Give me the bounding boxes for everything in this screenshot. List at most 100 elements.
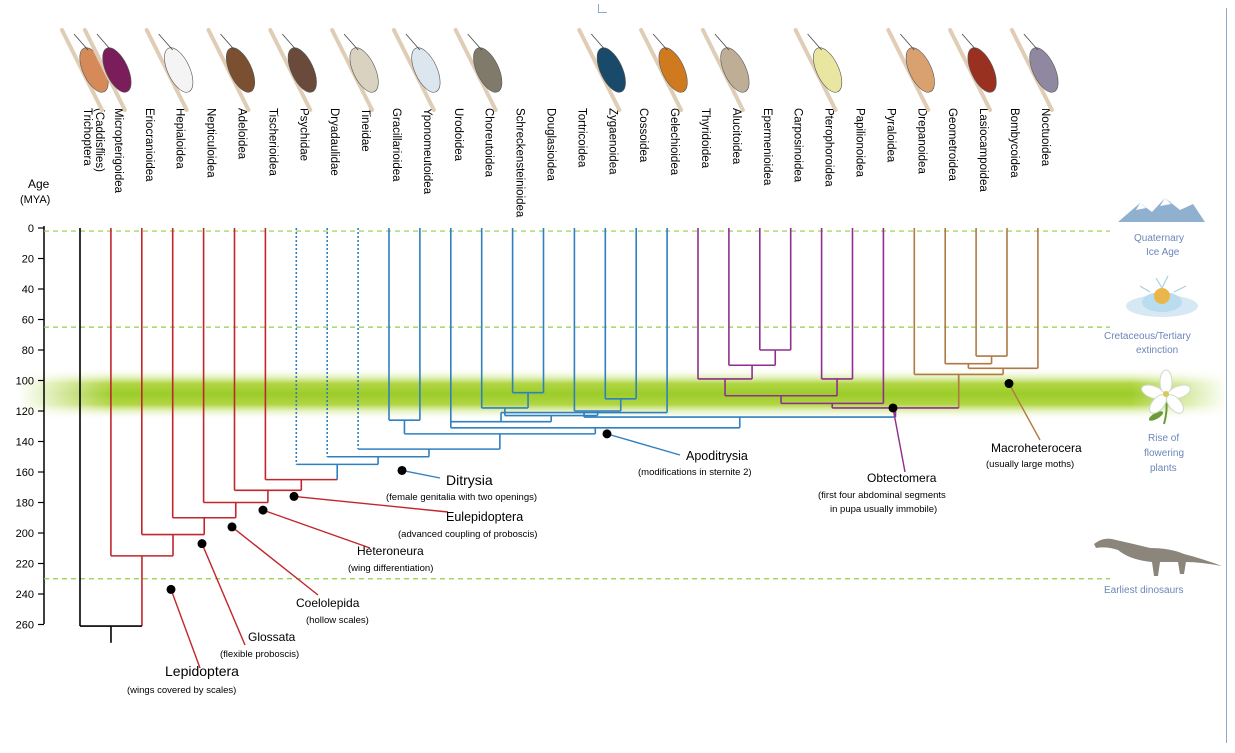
callout-leader-ditrysia xyxy=(402,470,440,478)
frame-corner-mark xyxy=(598,4,607,13)
moth-illustration xyxy=(796,30,848,110)
clade-obtectomera-desc1: (first four abdominal segments xyxy=(818,490,946,501)
phylogeny-tree xyxy=(80,228,1038,643)
event-flowering-line1: Rise of xyxy=(1148,433,1179,444)
clade-apoditrysia-name: Apoditrysia xyxy=(686,449,748,463)
clade-coelolepida-desc: (hollow scales) xyxy=(306,615,369,626)
event-dinosaurs-line1: Earliest dinosaurs xyxy=(1104,585,1183,596)
clade-coelolepida-name: Coelolepida xyxy=(296,596,360,610)
taxon-label: Schreckensteinioidea xyxy=(514,108,526,218)
asteroid-impact-icon xyxy=(1126,276,1198,317)
taxon-label-sub: (Caddisflies) xyxy=(93,108,105,172)
moth-illustration xyxy=(394,30,446,110)
taxon-label: Eriocranioidea xyxy=(143,108,155,182)
taxon-label: Choreutoidea xyxy=(483,108,495,178)
event-flowering-line2: flowering xyxy=(1144,448,1184,459)
clade-nodes xyxy=(167,379,1041,668)
taxon-label: Bombycoidea xyxy=(1008,108,1020,178)
clade-obtectomera-desc2: in pupa usually immobile) xyxy=(830,504,937,515)
axis-tick-label: 260 xyxy=(16,620,34,632)
clade-glossata-name: Glossata xyxy=(248,630,296,644)
event-extinction-line1: Cretaceous/Tertiary xyxy=(1104,331,1191,342)
taxon-label: Lasiocampoidea xyxy=(977,108,989,192)
node-dot-obtectomera xyxy=(889,403,898,412)
clade-eulepidoptera-name: Eulepidoptera xyxy=(446,510,523,524)
moth-antenna xyxy=(808,34,822,50)
taxon-label: Geometroidea xyxy=(946,108,958,181)
dinosaur-icon xyxy=(1094,539,1222,576)
axis-tick-label: 140 xyxy=(16,437,34,449)
axis-tick-label: 160 xyxy=(16,467,34,479)
moth-antenna xyxy=(344,34,358,50)
axis-title-age: Age xyxy=(28,177,50,191)
axis-tick-label: 40 xyxy=(22,284,34,296)
moth-antenna xyxy=(715,34,729,50)
moth-antenna xyxy=(1024,34,1038,50)
moth-illustration xyxy=(579,30,631,110)
moth-antenna xyxy=(406,34,420,50)
clade-eulepidoptera-desc: (advanced coupling of proboscis) xyxy=(398,529,537,540)
taxon-label: Dryadaulidae xyxy=(328,108,340,176)
taxon-label: Adeloidea xyxy=(236,108,248,160)
taxon-label: Papilionoidea xyxy=(854,108,866,178)
moth-antenna xyxy=(159,34,173,50)
node-dot-coelolepida xyxy=(228,522,237,531)
node-dot-heteroneura xyxy=(259,506,268,515)
axis-tick-label: 80 xyxy=(22,345,34,357)
event-ice-age-line2: Ice Age xyxy=(1146,247,1180,258)
axis-tick-label: 0 xyxy=(28,223,34,235)
callout-leader-glossata xyxy=(202,544,245,645)
moth-illustration xyxy=(1012,30,1064,110)
taxon-label: Psychidae xyxy=(297,108,309,161)
axis-tick-label: 200 xyxy=(16,528,34,540)
clade-apoditrysia-desc: (modifications in sternite 2) xyxy=(638,467,752,478)
node-dot-glossata xyxy=(198,539,207,548)
moth-antenna xyxy=(900,34,914,50)
taxon-label: Tineidae xyxy=(359,108,371,152)
clade-lepidoptera-name: Lepidoptera xyxy=(165,663,239,679)
node-dot-apoditrysia xyxy=(603,429,612,438)
callout-leader-lepidoptera xyxy=(171,589,200,668)
event-extinction-line2: extinction xyxy=(1136,345,1178,356)
moth-antenna xyxy=(591,34,605,50)
moth-antenna xyxy=(962,34,976,50)
taxon-label: Gelechioidea xyxy=(668,108,680,176)
clade-heteroneura-desc: (wing differentiation) xyxy=(348,563,433,574)
taxon-label: Yponomeutoidea xyxy=(421,108,433,195)
moth-illustration xyxy=(332,30,384,110)
callout-leader-heteroneura xyxy=(263,510,370,548)
frame-border-right xyxy=(1226,8,1227,743)
ice-age-icon xyxy=(1118,198,1205,222)
axis-title-mya: (MYA) xyxy=(20,194,50,206)
clade-macroheterocera-desc: (usually large moths) xyxy=(986,459,1074,470)
node-dot-lepidoptera xyxy=(167,585,176,594)
clade-heteroneura-name: Heteroneura xyxy=(357,544,424,558)
moth-illustration xyxy=(888,30,940,110)
taxon-label: Hepialoidea xyxy=(174,108,186,169)
moth-antenna xyxy=(653,34,667,50)
moth-illustration xyxy=(703,30,755,110)
taxon-label: Zygaenoidea xyxy=(606,108,618,175)
clade-ditrysia-desc: (female genitalia with two openings) xyxy=(386,492,537,503)
moth-antenna xyxy=(97,34,111,50)
taxon-label: Tortricoidea xyxy=(575,108,587,168)
taxon-label: Drepanoidea xyxy=(915,108,927,174)
clade-macroheterocera-name: Macroheterocera xyxy=(991,441,1082,455)
axis-tick-label: 20 xyxy=(22,254,34,266)
callout-leader-apoditrysia xyxy=(607,434,680,455)
moth-illustration xyxy=(270,30,322,110)
moth-antenna xyxy=(468,34,482,50)
axis-tick-label: 240 xyxy=(16,589,34,601)
taxon-labels: Trichoptera(Caddisflies)Micropterigoidea… xyxy=(81,108,1051,218)
taxon-label: Gracillarioidea xyxy=(390,108,402,182)
axis-tick-label: 100 xyxy=(16,376,34,388)
moth-antenna xyxy=(221,34,235,50)
moth-illustration xyxy=(950,30,1002,110)
axis-tick-label: 220 xyxy=(16,559,34,571)
taxon-label: Urodoidea xyxy=(452,108,464,162)
taxon-label: Cossoidea xyxy=(637,108,649,163)
taxon-label: Nepticuloidea xyxy=(205,108,217,178)
clade-ditrysia-name: Ditrysia xyxy=(446,472,493,488)
clade-lepidoptera-desc: (wings covered by scales) xyxy=(127,685,236,696)
